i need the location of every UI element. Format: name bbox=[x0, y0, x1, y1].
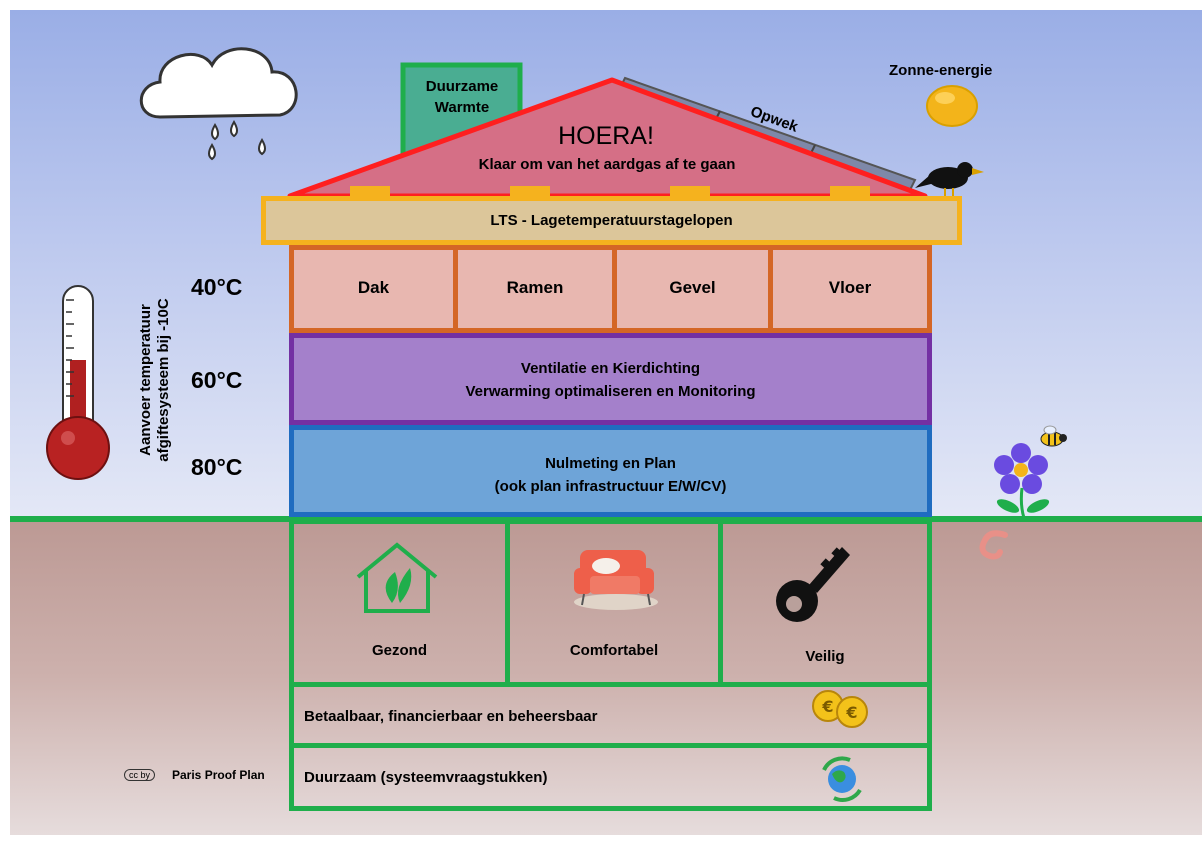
thermometer-label: Aanvoer temperatuur afgiftesysteem bij -… bbox=[137, 280, 173, 480]
ventilation-line1: Ventilatie en Kierdichting bbox=[520, 360, 701, 377]
chimney-label: Duurzame Warmte bbox=[426, 76, 499, 118]
insulation-dak: Dak bbox=[357, 278, 390, 297]
duurzaam-row: Duurzaam (systeemvraagstukken) bbox=[289, 743, 932, 811]
euro-coins-icon: € € bbox=[812, 690, 868, 728]
temp-60: 60°C bbox=[191, 367, 243, 393]
recycle-globe-icon bbox=[822, 756, 862, 802]
temp-40: 40°C bbox=[191, 274, 243, 300]
sun-icon bbox=[926, 85, 978, 127]
insulation-gevel: Gevel bbox=[669, 278, 716, 297]
foundation-gezond: Gezond bbox=[372, 642, 427, 659]
key-icon bbox=[776, 547, 850, 622]
thermometer-icon bbox=[46, 285, 110, 480]
duurzaam-label: Duurzaam (systeemvraagstukken) bbox=[304, 769, 548, 786]
chimney-label-line1: Duurzame bbox=[425, 78, 499, 95]
flower-icon bbox=[994, 443, 1050, 519]
betaalbaar-label: Betaalbaar, financierbaar en beheersbaar bbox=[304, 708, 598, 725]
insulation-row: Dak Ramen Gevel Vloer bbox=[289, 245, 932, 333]
thermometer-label-line2: afgiftesysteem bij -10C bbox=[155, 298, 172, 462]
roof-subtitle: Klaar om van het aardgas af te gaan bbox=[478, 156, 736, 173]
base-line2: (ook plan infrastructuur E/W/CV) bbox=[494, 478, 727, 495]
foundation-comfortabel: Comfortabel bbox=[569, 642, 659, 659]
cc-license-icon: cc by bbox=[124, 769, 156, 781]
roof-tabs bbox=[350, 186, 870, 196]
ventilation-line2: Verwarming optimaliseren en Monitoring bbox=[465, 383, 756, 400]
rain-cloud-icon bbox=[139, 47, 298, 161]
betaalbaar-row: Betaalbaar, financierbaar en beheersbaar bbox=[289, 682, 932, 748]
green-house-icon bbox=[356, 542, 438, 613]
insulation-divider bbox=[768, 250, 773, 328]
base-row: Nulmeting en Plan (ook plan infrastructu… bbox=[289, 425, 932, 517]
roof-title: HOERA! bbox=[558, 122, 654, 150]
insulation-vloer: Vloer bbox=[828, 278, 872, 297]
sun-label: Zonne-energie bbox=[889, 62, 993, 79]
foundation-divider bbox=[505, 524, 510, 682]
foundation-veilig: Veilig bbox=[805, 648, 845, 665]
chimney-label-line2: Warmte bbox=[434, 99, 490, 116]
foundation-divider bbox=[718, 524, 723, 682]
bee-icon bbox=[1040, 425, 1067, 447]
foundation-row: Gezond Comfortabel Veilig bbox=[289, 519, 932, 687]
base-line1: Nulmeting en Plan bbox=[545, 455, 676, 472]
thermometer-label-line1: Aanvoer temperatuur bbox=[137, 304, 154, 456]
temp-80: 80°C bbox=[191, 454, 243, 480]
insulation-ramen: Ramen bbox=[506, 278, 564, 297]
lts-band: LTS - Lagetemperatuurstagelopen bbox=[261, 196, 962, 245]
insulation-divider bbox=[453, 250, 458, 328]
credit-label: Paris Proof Plan bbox=[172, 768, 265, 782]
svg-text:€: € bbox=[845, 703, 857, 722]
svg-text:€: € bbox=[821, 697, 833, 716]
worm-icon bbox=[979, 530, 1008, 560]
ventilation-row: Ventilatie en Kierdichting Verwarming op… bbox=[289, 333, 932, 425]
insulation-divider bbox=[612, 250, 617, 328]
crow-icon bbox=[915, 162, 984, 196]
lts-label: LTS - Lagetemperatuurstagelopen bbox=[490, 212, 733, 229]
armchair-icon bbox=[574, 550, 658, 610]
